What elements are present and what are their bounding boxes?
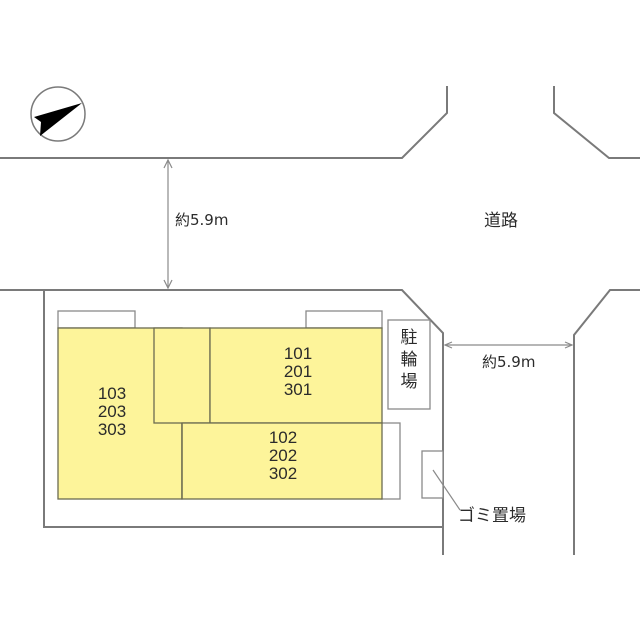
stair-block [153, 327, 211, 424]
dimension-arrow-vertical [163, 158, 173, 290]
dimension-arrow-horizontal [443, 341, 574, 349]
north-arrow-icon [30, 86, 86, 142]
road-width-right-label: 約5.9m [482, 353, 536, 371]
road-edge-lower-right [573, 289, 640, 555]
road-edge-top-right [553, 86, 640, 159]
road-width-top-label: 約5.9m [175, 211, 229, 229]
site-boundary [0, 289, 444, 555]
bicycle-parking [387, 319, 431, 410]
garbage-leader-line [432, 469, 461, 511]
road-edge-top-left [0, 86, 448, 159]
road-label: 道路 [484, 211, 518, 231]
porch-southeast [380, 422, 401, 500]
unit-block-southeast [181, 422, 383, 500]
unit-label-southeast: 102 202 302 [268, 428, 298, 483]
unit-label-west: 103 203 303 [97, 384, 127, 439]
garbage-area [421, 450, 444, 499]
balcony-west [57, 310, 136, 329]
balcony-east [305, 310, 383, 329]
site-outline [43, 290, 443, 528]
bicycle-parking-label: 駐 輪 場 [400, 328, 418, 392]
unit-label-northeast: 101 201 301 [283, 344, 313, 399]
garbage-area-label: ゴミ置場 [458, 506, 526, 526]
